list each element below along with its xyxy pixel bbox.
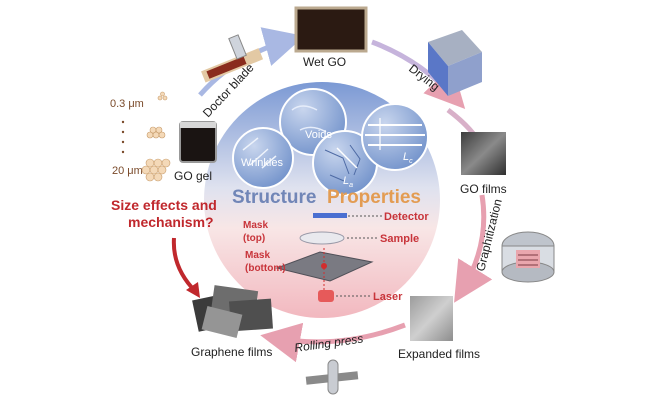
- go-films-label: GO films: [460, 182, 507, 196]
- laser-source: [318, 290, 334, 302]
- wet-go-label: Wet GO: [303, 55, 346, 69]
- oven-image: [428, 30, 482, 96]
- detector-label: Detector: [384, 211, 429, 223]
- flake-size-icons: [141, 91, 171, 182]
- size-dots: [121, 120, 125, 154]
- furnace-image: [501, 231, 555, 283]
- arrow-expanded-to-graphene: [260, 322, 406, 363]
- detector-plate: [313, 213, 347, 218]
- mask-top-label: Mask (top): [243, 220, 271, 244]
- lc-label: Lc: [403, 151, 413, 165]
- question-arrow: [171, 237, 198, 294]
- wrinkles-label: Wrinkles: [241, 157, 283, 169]
- laser-label: Laser: [373, 291, 403, 303]
- structure-heading: Structure: [232, 187, 316, 208]
- size-effects-question: Size effects and mechanism?: [111, 197, 221, 230]
- graphene-films-image: [192, 285, 273, 338]
- go-films-image: [461, 132, 506, 175]
- size-top-label: 0.3 μm: [110, 98, 144, 110]
- properties-heading: Properties: [327, 187, 421, 208]
- mask-top-disk: [299, 231, 345, 245]
- voids-label: Voids: [305, 129, 332, 141]
- wet-go-image: [294, 6, 368, 53]
- la-label: La: [343, 175, 353, 189]
- graphitization-label: Graphitization: [473, 197, 504, 272]
- arrow-gofilms-to-expanded: [454, 194, 493, 303]
- lc-bubble: [361, 103, 429, 171]
- go-gel-beaker: [179, 121, 217, 163]
- expanded-films-image: [410, 296, 453, 341]
- doctor-blade-image: [201, 34, 264, 83]
- graphene-films-label: Graphene films: [191, 345, 272, 359]
- expanded-films-label: Expanded films: [398, 347, 480, 361]
- sample-label: Sample: [380, 233, 419, 245]
- rolling-press-image: [305, 359, 359, 395]
- go-gel-label: GO gel: [174, 169, 212, 183]
- mask-bottom-label: Mask (bottom): [245, 250, 286, 274]
- size-bottom-label: 20 μm: [112, 165, 143, 177]
- wrinkles-bubble: [232, 127, 294, 189]
- rolling-press-label: Rolling press: [293, 331, 364, 355]
